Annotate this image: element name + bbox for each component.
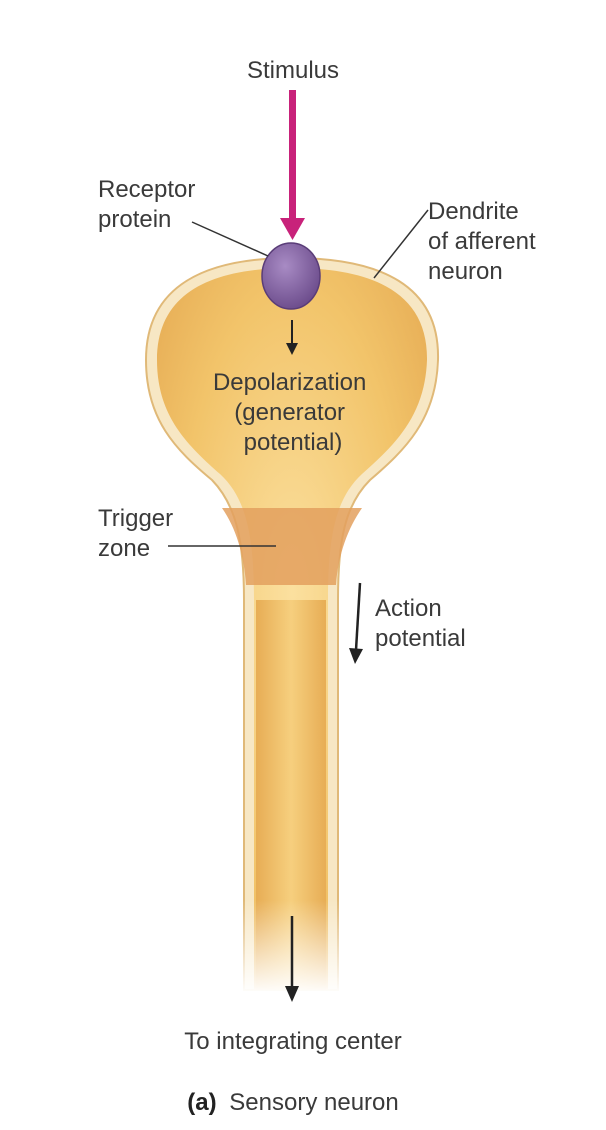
neuron-body [144, 256, 440, 995]
caption-text: Sensory neuron [229, 1089, 398, 1116]
trigger-zone-band [222, 508, 362, 585]
receptor-protein-label: Receptor protein [98, 176, 202, 233]
dendrite-leader-line [373, 209, 429, 279]
depolarization-arrow [286, 320, 298, 355]
stimulus-label: Stimulus [247, 57, 339, 84]
dendrite-label: Dendrite of afferent neuron [428, 198, 542, 285]
trigger-zone-label-line-1: Trigger [98, 505, 173, 532]
output-arrow [285, 916, 299, 1002]
dendrite-label-line-3: neuron [428, 258, 503, 285]
receptor-protein [261, 242, 321, 310]
figure-caption: (a) Sensory neuron [187, 1089, 398, 1116]
receptor-label-line-1: Receptor [98, 176, 195, 203]
depolarization-label-line-1: Depolarization [213, 369, 366, 396]
action-potential-arrow [349, 582, 363, 664]
action-potential-label: Action potential [375, 595, 466, 652]
caption-letter: (a) [187, 1089, 216, 1116]
depolarization-label: Depolarization (generator potential) [213, 369, 373, 456]
trigger-zone-label-line-2: zone [98, 535, 150, 562]
depolarization-label-line-3: potential) [244, 429, 343, 456]
receptor-label-line-2: protein [98, 206, 171, 233]
destination-label: To integrating center [184, 1028, 401, 1055]
stimulus-arrow [280, 90, 305, 240]
action-potential-label-line-2: potential [375, 625, 466, 652]
depolarization-label-line-2: (generator [234, 399, 345, 426]
dendrite-label-line-1: Dendrite [428, 198, 519, 225]
trigger-zone-label: Trigger zone [98, 505, 180, 562]
action-potential-label-line-1: Action [375, 595, 442, 622]
receptor-leader-line [191, 221, 269, 257]
dendrite-label-line-2: of afferent [428, 228, 536, 255]
